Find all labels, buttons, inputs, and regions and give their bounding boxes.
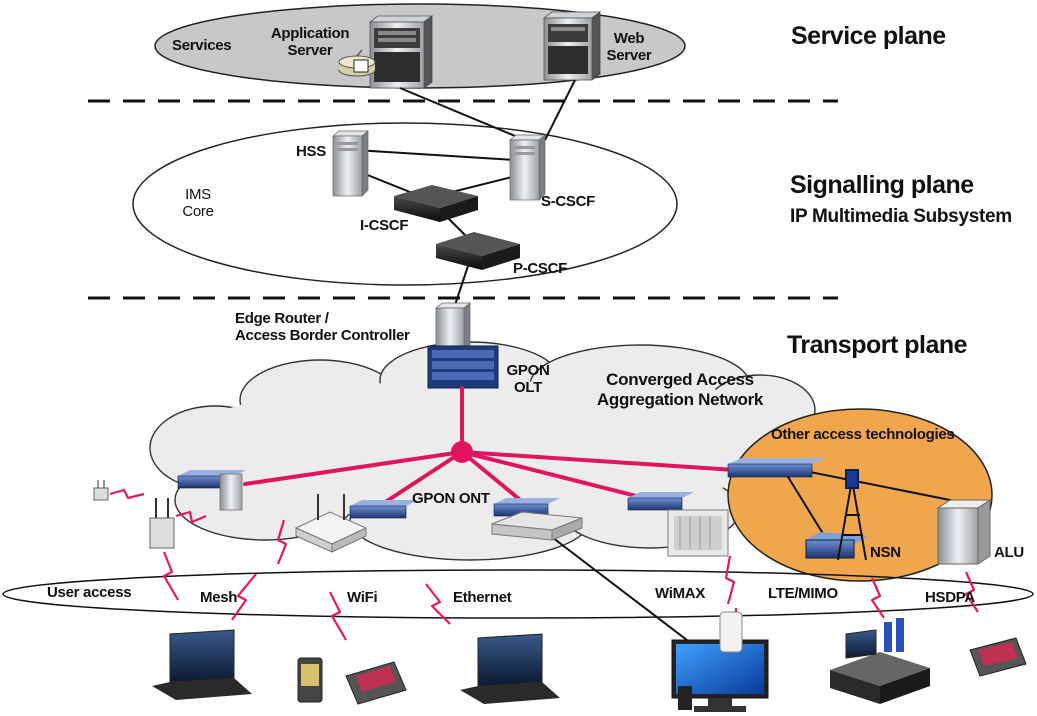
web-server-icon: [542, 11, 602, 81]
ims-core-label-line2: Core: [182, 203, 214, 221]
service-plane-title: Service plane: [791, 22, 946, 50]
cell-tower-icon: [837, 469, 867, 561]
mesh-access-point-icon: [93, 480, 175, 549]
wimax-base-station-icon: [667, 509, 729, 557]
i-cscf-box-icon: [394, 185, 478, 222]
application-server-icon: [368, 15, 434, 89]
edge-router-label-line2: Access Border Controller: [235, 327, 410, 345]
gpon-olt-label-line2: OLT: [514, 379, 542, 397]
s-cscf-label: S-CSCF: [541, 193, 596, 210]
laptop-ethernet-icon: [460, 633, 560, 704]
converged-access-label-line1: Converged Access: [606, 370, 754, 389]
gpon-olt-icon: [427, 345, 499, 389]
other-access-cloud: [727, 408, 993, 582]
lte-mimo-label: LTE/MIMO: [768, 585, 838, 602]
laptop-mesh-icon: [152, 629, 252, 700]
converged-access-label-line2: Aggregation Network: [596, 389, 764, 409]
other-access-label: Other access technologies: [771, 426, 955, 443]
wifi-router-icon: [294, 494, 368, 553]
s-cscf-server-icon: [509, 134, 546, 201]
hss-label: HSS: [296, 143, 326, 160]
mesh-label: Mesh: [200, 589, 238, 606]
hsdpa-phone-icon: [969, 637, 1027, 677]
hss-server-icon: [332, 130, 369, 197]
converged-access-label: Converged Access Aggregation Network: [575, 370, 785, 409]
ims-core-label: IMS Core: [168, 186, 228, 221]
ethernet-label: Ethernet: [453, 589, 512, 606]
transport-plane-title: Transport plane: [787, 331, 968, 359]
user-access-ring: [2, 569, 1034, 619]
ims-core-label-line1: IMS: [185, 186, 211, 203]
web-server-label: Web Server: [594, 30, 664, 65]
application-server-label-line1: Application: [270, 25, 350, 42]
application-server-label-line2: Server: [287, 42, 333, 60]
edge-router-label: Edge Router / Access Border Controller: [235, 310, 410, 345]
web-server-label-line1: Web: [613, 30, 645, 47]
ont-switch-wimax-icon: [627, 492, 694, 511]
gpon-olt-label: GPON OLT: [500, 362, 556, 397]
desktop-monitor-wimax-icon: [671, 611, 769, 712]
alu-cabinet-icon: [936, 499, 992, 565]
slider-phone-wifi-icon: [345, 661, 407, 705]
smartphone-wifi-icon: [297, 657, 323, 703]
hsdpa-label: HSDPA: [925, 589, 975, 606]
application-server-label: Application Server: [260, 25, 360, 60]
mesh-node-server-icon: [219, 473, 243, 511]
signalling-plane-subtitle: IP Multimedia Subsystem: [790, 206, 1012, 227]
wimax-label: WiMAX: [655, 585, 706, 602]
nsn-label: NSN: [870, 544, 901, 561]
lte-router-laptop-icon: [830, 618, 930, 704]
services-label: Services: [172, 37, 232, 54]
edge-router-label-line1: Edge Router /: [235, 310, 329, 327]
alu-label: ALU: [994, 544, 1024, 561]
p-cscf-label: P-CSCF: [513, 260, 568, 277]
ethernet-switch-icon: [491, 511, 583, 541]
signalling-plane-title: Signalling plane: [790, 171, 974, 199]
i-cscf-label: I-CSCF: [360, 217, 409, 234]
gpon-olt-label-line1: GPON: [506, 362, 550, 379]
web-server-label-line2: Server: [606, 47, 652, 65]
ont-switch-other-icon: [727, 458, 826, 478]
user-access-label: User access: [47, 584, 132, 601]
gpon-splitter-node: [451, 441, 473, 463]
wifi-label: WiFi: [347, 589, 378, 606]
p-cscf-box-icon: [436, 232, 520, 270]
ont-switch-wifi-icon: [349, 500, 418, 519]
wireless-links: [109, 488, 979, 641]
services-device-icon: [338, 49, 376, 77]
gpon-ont-label: GPON ONT: [412, 490, 490, 507]
